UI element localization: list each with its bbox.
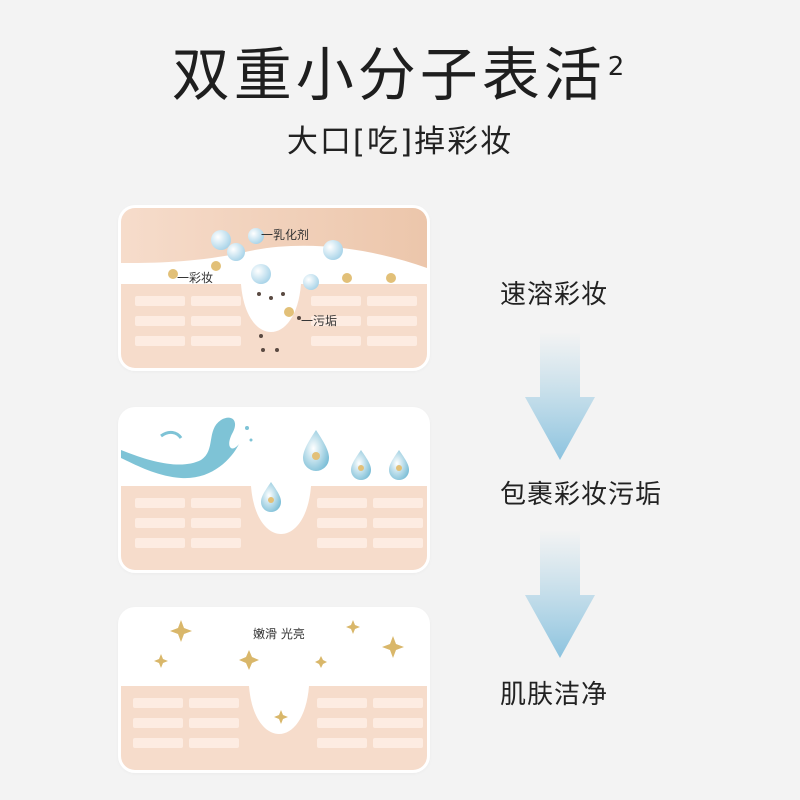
panel-wrap-makeup (121, 410, 427, 570)
arrow-down-icon (525, 332, 595, 460)
label-result: 嫩滑 光亮 (253, 626, 305, 641)
page-title: 双重小分子表活2 (171, 41, 629, 109)
droplet-wrapped-makeup (261, 430, 409, 512)
panel-clean-skin: 嫩滑 光亮 (121, 610, 427, 770)
panel-dissolve-makeup: 一乳化剂 一彩妆 一污垢 (121, 208, 427, 368)
emulsifier-bubble (211, 228, 343, 290)
arrow-down-icon (525, 530, 595, 658)
label-emulsifier: 一乳化剂 (261, 227, 309, 242)
step-label-wrap: 包裹彩妆污垢 (500, 480, 663, 510)
step-label-dissolve: 速溶彩妆 (500, 280, 609, 310)
makeup-particle (168, 261, 396, 317)
page-subtitle: 大口[吃]掉彩妆 (286, 124, 514, 160)
label-dirt: 一污垢 (301, 314, 337, 328)
water-wave (121, 417, 239, 479)
step-label-clean: 肌肤洁净 (500, 680, 609, 710)
dirt-particle (257, 292, 301, 352)
sparkle-icon (154, 620, 404, 724)
label-makeup: 一彩妆 (177, 271, 213, 285)
